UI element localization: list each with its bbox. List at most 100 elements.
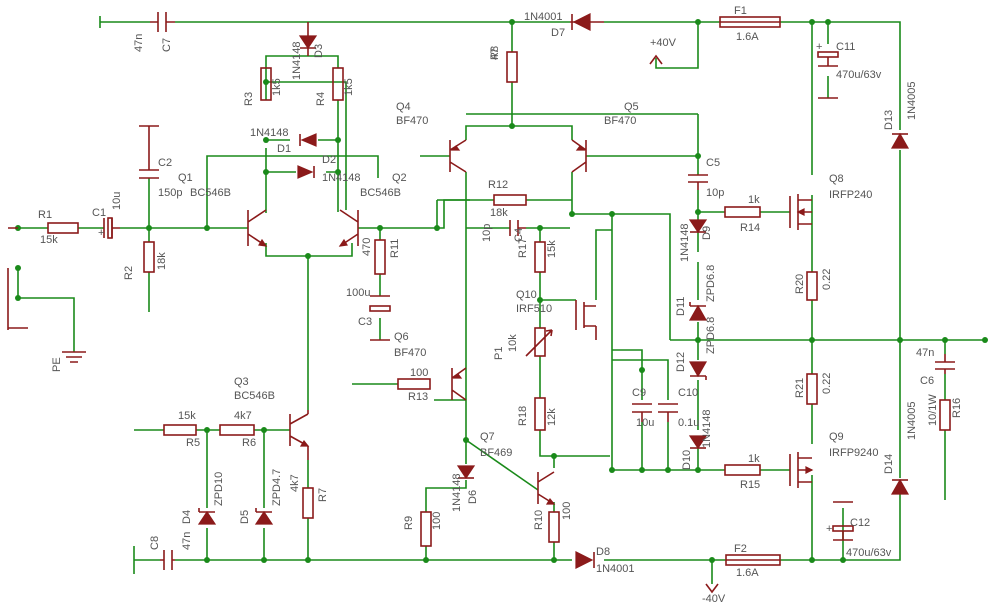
ref-label-c4: C4 [513,228,525,242]
ref-label-r6: R6 [242,437,256,449]
value-label-r18: 12k [546,408,558,426]
value-label-q9: IRFP9240 [829,447,879,459]
resistor-r7 [302,487,314,519]
value-label-d3: 1N4148 [291,41,303,80]
transistor-q8 [789,194,812,230]
transistor-q1 [247,209,268,247]
value-label-q10: IRF510 [516,303,552,315]
value-label-c11: 470u/63v [836,69,882,81]
ref-label-q7: Q7 [480,431,495,443]
resistor-r21 [806,373,818,405]
ref-label-r20: R20 [794,274,806,294]
ref-label-r21: R21 [794,378,806,398]
ref-label-p1: P1 [493,347,505,360]
ref-label-q1: Q1 [178,172,193,184]
ref-label-q10: Q10 [516,289,537,301]
ref-label-d10: D10 [681,450,693,470]
resistor-r17 [534,241,546,273]
value-label-r9: 100 [431,512,443,530]
diode-d7 [570,13,604,31]
transistor-q4 [449,139,467,173]
ref-label-f1: F1 [734,5,747,17]
value-label-pe: PE [51,357,63,372]
ref-label-r1: R1 [38,209,52,221]
diode-d8 [575,551,595,569]
value-label-d5: ZPD4.7 [271,469,283,506]
value-label-d7: 1N4001 [524,11,563,23]
value-label-q8: IRFP240 [829,189,872,201]
value-label-r14: 1k [748,194,760,206]
ref-label-r11: R11 [389,239,401,258]
ref-label-r4: R4 [315,92,327,106]
value-label-c12: 470u/63v [846,547,892,559]
value-label-c10: 0.1u [678,417,699,429]
resistor-r5 [163,424,197,436]
resistor-r3 [260,67,272,101]
value-label-d4: ZPD10 [213,472,225,506]
resistor-r2 [143,241,155,273]
capacitor-c12: + [826,501,854,541]
value-label-c1: 10u [111,192,123,210]
diode-d3 [298,22,318,56]
capacitor-c6 [935,354,955,374]
resistor-r6 [219,424,255,436]
value-label-r13: 100 [410,367,428,379]
ref-label-c11: C11 [836,41,855,53]
value-label-r11: 470 [361,238,373,256]
diode-d1 [299,133,317,147]
plus-40v-terminal [649,54,663,65]
value-label-r17: 15k [546,240,558,258]
junction-dots [15,19,988,563]
value-label-f1: 1.6A [736,31,759,43]
ground-icon [62,351,86,363]
ref-label-d13: D13 [883,110,895,130]
ref-label-f2: F2 [734,543,747,555]
transistor-q9 [789,452,814,488]
ref-label-q2: Q2 [392,172,407,184]
value-label-r12: 18k [490,207,508,219]
value-label-r15: 1k [748,453,760,465]
resistor-r9 [420,511,432,547]
value-label-r7: 4k7 [289,474,301,492]
capacitor-c1: + [98,217,120,239]
value-label-d11: ZPD6.8 [705,265,717,302]
transistor-q3 [289,410,310,460]
capacitor-c10 [658,403,678,422]
value-label-c2: 150p [158,187,182,199]
capacitor-c9 [632,403,652,422]
diode-d12 [688,361,708,380]
resistor-r1 [47,222,79,234]
ref-label-d5: D5 [239,510,251,524]
value-label-c5: 10p [706,187,724,199]
diode-d10 [688,435,708,450]
value-label-r20: 0.22 [821,269,833,290]
value-label-m40: -40V [702,593,726,605]
resistor-r20 [806,271,818,301]
ref-label-q5: Q5 [624,101,639,113]
ref-label-r2: R2 [123,266,135,280]
value-label-r21: 0.22 [821,373,833,394]
transistor-q7 [537,471,556,505]
capacitor-c8 [160,550,175,570]
ref-label-r16: R16 [951,398,963,418]
value-label-d12: ZPD6.8 [705,317,717,354]
diode-d9 [688,219,708,234]
resistor-r15 [724,464,761,476]
value-label-d6: 1N4148 [451,473,463,512]
value-label-d14: 1N4005 [906,401,918,440]
diode-d5 [254,508,274,525]
ref-label-r10: R10 [533,510,545,530]
ref-label-d14: D14 [883,454,895,474]
value-label-q6: BF470 [394,347,426,359]
value-label-q4: BF470 [396,115,428,127]
ref-label-q9: Q9 [829,431,844,443]
capacitor-c5 [688,174,708,190]
value-label-d1: 1N4148 [250,127,289,139]
ref-label-q4: Q4 [396,101,411,113]
resistor-r8 [506,51,518,83]
value-label-r10: 100 [561,502,573,520]
transistor-q5 [571,139,587,173]
transistor-q2 [338,209,359,247]
ref-label-r17: R17 [517,238,529,258]
resistor-r12 [493,194,527,206]
